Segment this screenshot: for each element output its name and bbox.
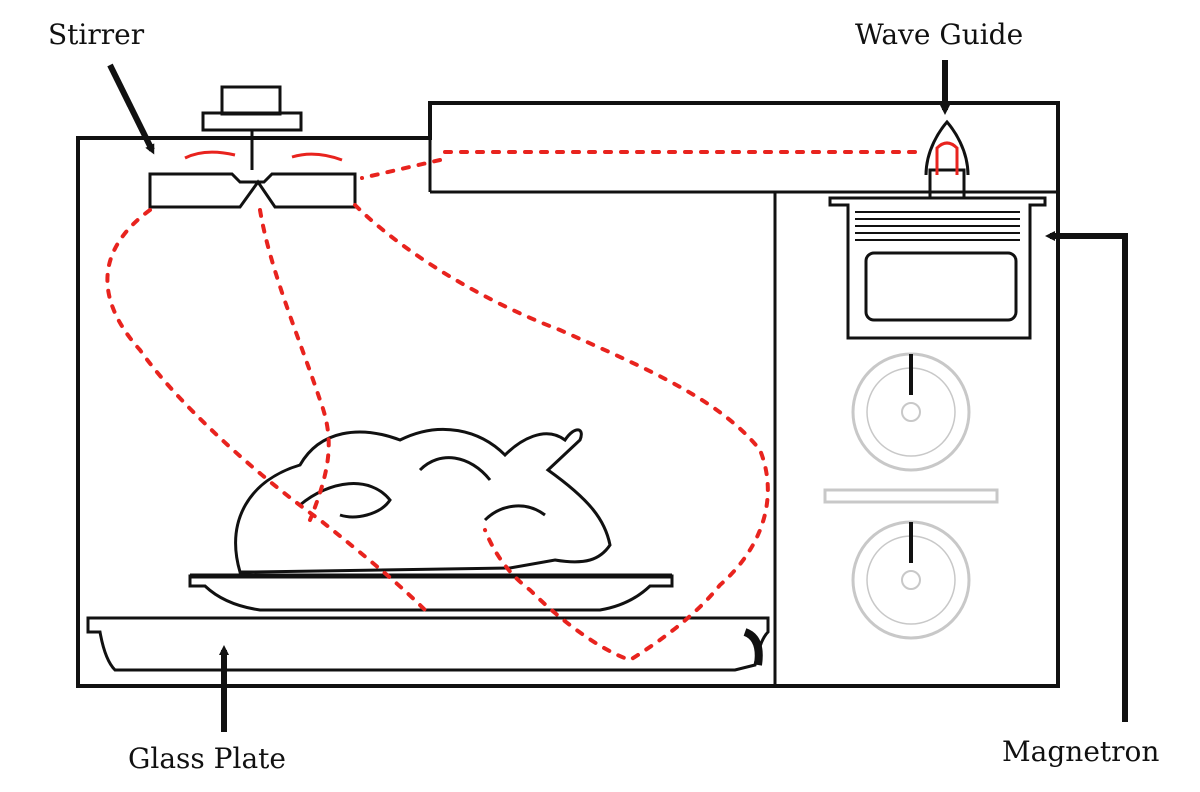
display-strip <box>823 488 999 504</box>
glass-plate <box>86 616 770 672</box>
label-arrows <box>107 60 1128 732</box>
glass-plate-label: Glass Plate <box>128 742 286 775</box>
timer-dial-top <box>851 352 971 472</box>
microwave-paths <box>105 150 917 663</box>
stirrer-arrow <box>107 63 155 155</box>
magnetron-arrow <box>1045 231 1128 722</box>
oven-cavity-outline <box>76 101 1060 688</box>
serving-dish <box>188 573 674 612</box>
magnetron-label: Magnetron <box>1002 735 1160 768</box>
wave-guide-label: Wave Guide <box>855 18 1024 51</box>
magnetron-unit <box>828 119 1047 340</box>
stirrer-assembly <box>148 85 357 209</box>
stirrer-label: Stirrer <box>48 18 145 51</box>
turkey <box>234 427 612 574</box>
timer-dial-bottom <box>851 520 971 640</box>
